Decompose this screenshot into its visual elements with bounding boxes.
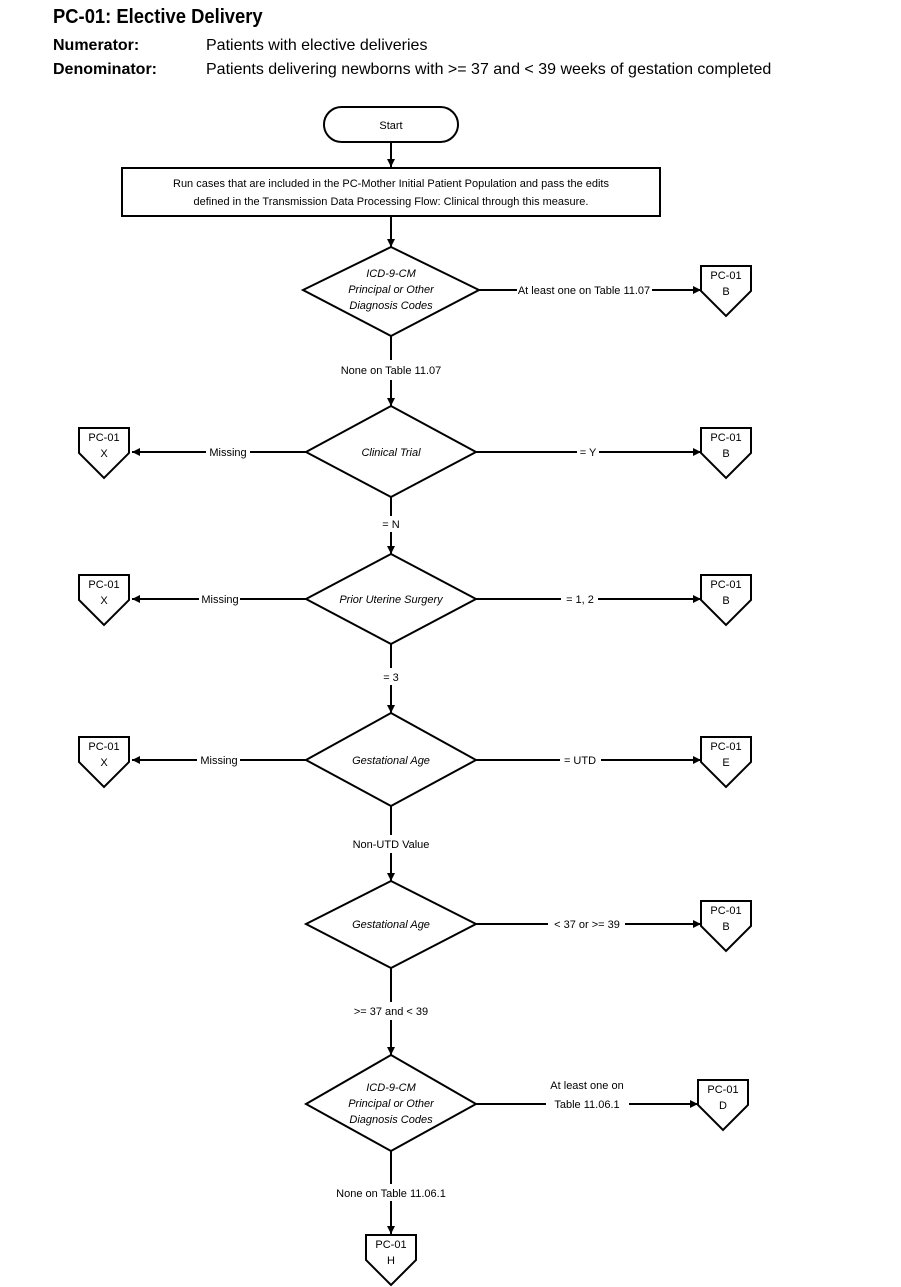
c1-top: PC-01 xyxy=(710,270,741,282)
decision-d5 xyxy=(303,879,479,970)
label-d2-left: Missing xyxy=(209,447,246,459)
numerator-text: Patients with elective deliveries xyxy=(206,37,428,54)
d3-label: Prior Uterine Surgery xyxy=(339,594,444,606)
d4-label: Gestational Age xyxy=(352,755,430,767)
label-d4-down: Non-UTD Value xyxy=(353,839,430,851)
c2x-bottom: X xyxy=(100,448,108,460)
connector-c6d xyxy=(697,1079,749,1132)
process-box xyxy=(121,167,661,217)
d1-line-2: Principal or Other xyxy=(348,284,435,296)
denominator-label: Denominator: xyxy=(53,61,157,78)
d2-label: Clinical Trial xyxy=(361,447,421,459)
connector-c2b xyxy=(700,427,752,480)
c4x-top: PC-01 xyxy=(88,741,119,753)
c3x-bottom: X xyxy=(100,595,108,607)
c3b-top: PC-01 xyxy=(710,579,741,591)
d6-line-3: Diagnosis Codes xyxy=(349,1114,433,1126)
decision-d3 xyxy=(303,552,479,646)
label-d6-down: None on Table 11.06.1 xyxy=(336,1188,446,1200)
connector-c5b xyxy=(700,900,752,953)
connector-c2x xyxy=(78,427,130,480)
c3b-bottom: B xyxy=(722,595,729,607)
c4x-bottom: X xyxy=(100,757,108,769)
connector-c3b xyxy=(700,574,752,627)
label-d1-right: At least one on Table 11.07 xyxy=(518,285,650,297)
connector-c3x xyxy=(78,574,130,627)
label-d3-left: Missing xyxy=(201,594,238,606)
label-d4-right: = UTD xyxy=(564,755,596,767)
d5-label: Gestational Age xyxy=(352,919,430,931)
label-d4-left: Missing xyxy=(200,755,237,767)
c5b-bottom: B xyxy=(722,921,729,933)
numerator-label: Numerator: xyxy=(53,37,140,54)
process-line-1: Run cases that are included in the PC-Mo… xyxy=(173,178,609,190)
label-d3-right: = 1, 2 xyxy=(566,594,594,606)
label-d1-down: None on Table 11.07 xyxy=(341,365,442,377)
c7h-top: PC-01 xyxy=(375,1239,406,1251)
connector-c7h xyxy=(365,1234,417,1287)
label-d6-right-line-1: At least one on xyxy=(550,1080,623,1092)
c5b-top: PC-01 xyxy=(710,905,741,917)
start-label: Start xyxy=(379,120,402,132)
decision-d2 xyxy=(303,404,479,499)
c6d-top: PC-01 xyxy=(707,1084,738,1096)
start-terminal xyxy=(323,106,459,143)
c7h-bottom: H xyxy=(387,1255,395,1267)
c1-bottom: B xyxy=(722,286,729,298)
label-d5-right: < 37 or >= 39 xyxy=(554,919,620,931)
d1-line-3: Diagnosis Codes xyxy=(349,300,433,312)
c2b-bottom: B xyxy=(722,448,729,460)
label-d6-right-line-2: Table 11.06.1 xyxy=(554,1099,619,1111)
decision-d1 xyxy=(300,245,482,338)
c2b-top: PC-01 xyxy=(710,432,741,444)
c2x-top: PC-01 xyxy=(88,432,119,444)
process-line-2: defined in the Transmission Data Process… xyxy=(194,196,589,208)
label-d2-down: = N xyxy=(382,519,399,531)
decision-d6 xyxy=(303,1053,479,1153)
label-d3-down: = 3 xyxy=(383,672,399,684)
decision-d4 xyxy=(303,711,479,808)
c6d-bottom: D xyxy=(719,1100,727,1112)
label-d2-right: = Y xyxy=(580,447,597,459)
connector-c4e xyxy=(700,736,752,789)
d6-line-1: ICD-9-CM xyxy=(366,1082,416,1094)
d6-line-2: Principal or Other xyxy=(348,1098,435,1110)
c4e-top: PC-01 xyxy=(710,741,741,753)
connector-c1 xyxy=(700,265,752,318)
c4e-bottom: E xyxy=(722,757,729,769)
d1-line-1: ICD-9-CM xyxy=(366,268,416,280)
numerator-row: Numerator: Patients with elective deliver… xyxy=(53,37,427,55)
page-title: PC-01: Elective Delivery xyxy=(53,6,263,28)
denominator-text: Patients delivering newborns with >= 37 … xyxy=(206,61,772,78)
label-d5-down: >= 37 and < 39 xyxy=(354,1006,428,1018)
c3x-top: PC-01 xyxy=(88,579,119,591)
denominator-row: Denominator: Patients delivering newborns… xyxy=(53,61,771,79)
connector-c4x xyxy=(78,736,130,789)
